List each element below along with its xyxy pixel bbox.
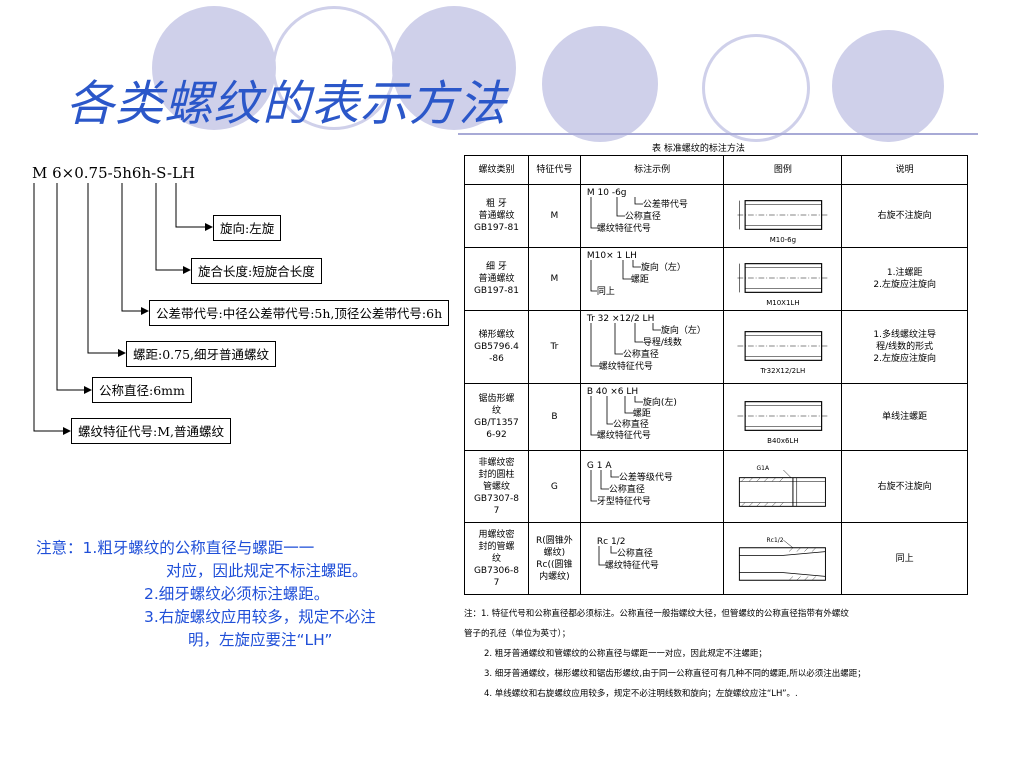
footnote-2: 2. 粗牙普通螺纹和管螺纹的公称直径与螺距一一对应，因此规定不注螺距； [484, 649, 767, 659]
cell-figure: Rc1/2 [723, 522, 843, 595]
table-row: 非螺纹密 封的圆柱 管螺纹 GB7307-8 7 G G 1 A 公差等级代号 … [464, 450, 968, 523]
decor-circle-3 [542, 26, 658, 142]
note-line-1: 注意：1.粗牙螺纹的公称直径与螺距一一 [36, 539, 315, 557]
cell-figure: G1A [723, 450, 843, 523]
cell-example: B 40 ×6 LH 旋向(左) 螺距 公称直径 螺纹特征代号 [579, 383, 725, 451]
label-engagement-length: 旋合长度:短旋合长度 [191, 258, 322, 284]
table-row: 锯齿形螺 纹 GB/T1357 6-92 B B 40 ×6 LH 旋向(左) … [464, 383, 968, 451]
footnote-3: 3. 细牙普通螺纹，梯形螺纹和锯齿形螺纹,由于同一公称直径可有几种不同的螺距,所… [484, 669, 866, 679]
header-code: 特征代号 [527, 155, 581, 185]
leader-lines [33, 183, 213, 435]
cell-description: 右旋不注旋向 [841, 184, 968, 248]
table-caption: 表 标准螺纹的标注方法 [652, 144, 745, 154]
footnote-1: 注：1. 特征代号和公称直径都必须标注。公称直径一般指螺纹大径，但管螺纹的公称直… [464, 609, 849, 619]
cell-figure: M10X1LH [723, 247, 843, 311]
label-tolerance: 公差带代号:中径公差带代号:5h,顶径公差带代号:6h [149, 300, 450, 326]
label-pitch: 螺距:0.75,细牙普通螺纹 [126, 341, 277, 367]
figure-label: M10X1LH [766, 299, 800, 307]
note-line-4: 3.右旋螺纹应用较多，规定不必注 [144, 608, 376, 626]
decor-circle-4 [832, 30, 944, 142]
cell-code: M [527, 247, 581, 311]
decor-circle-2 [392, 6, 516, 130]
annotation-brackets [590, 260, 641, 292]
cell-code: B [527, 383, 581, 451]
table-row: 用螺纹密 封的管螺 纹 GB7306-8 7 R(圆锥外 螺纹) Rc((圆锥 … [464, 522, 968, 595]
cell-type: 非螺纹密 封的圆柱 管螺纹 GB7307-8 7 [464, 450, 529, 523]
label-feature-code: 螺纹特征代号:M,普通螺纹 [71, 418, 231, 444]
figure-label: G1A [756, 464, 770, 472]
cell-example: Rc 1/2 公称直径 螺纹特征代号 [579, 522, 725, 595]
cell-type: 梯形螺纹 GB5796.4 -86 [464, 310, 529, 384]
title-underline [458, 133, 978, 135]
cell-figure: B40x6LH [723, 383, 843, 451]
cell-example: M10× 1 LH 旋向（左） 螺距 同上 [579, 247, 725, 311]
footnote-4: 4. 单线螺纹和右旋螺纹应用较多，规定不必注明线数和旋向；左旋螺纹应注“LH”。… [484, 689, 798, 699]
cell-description: 1.多线螺纹注导 程/线数的形式 2.左旋应注旋向 [841, 310, 968, 384]
cell-type: 锯齿形螺 纹 GB/T1357 6-92 [464, 383, 529, 451]
figure-label: M10-6g [769, 236, 797, 244]
cell-code: Tr [527, 310, 581, 384]
figure-label: Tr32X12/2LH [760, 367, 806, 375]
table-row: 梯形螺纹 GB5796.4 -86 Tr Tr 32 ×12/2 LH 旋向（左… [464, 310, 968, 384]
note-line-5: 明，左旋应要注“LH” [188, 631, 333, 649]
annotation-brackets [590, 396, 643, 436]
annotation-brackets [590, 323, 661, 367]
note-line-3: 2.细牙螺纹必须标注螺距。 [144, 585, 330, 603]
cell-figure: Tr32X12/2LH [723, 310, 843, 384]
page-title: 各类螺纹的表示方法 [66, 76, 508, 132]
cell-example: M 10 -6g 公差带代号 公称直径 螺纹特征代号 [579, 184, 725, 248]
cell-figure: M10-6g [723, 184, 843, 248]
decor-circle-1 [152, 6, 276, 130]
header-type: 螺纹类别 [464, 155, 529, 185]
figure-label: Rc1/2 [766, 536, 784, 544]
table-footnotes: 注：1. 特征代号和公称直径都必须标注。公称直径一般指螺纹大径，但管螺纹的公称直… [464, 604, 1004, 704]
thread-formula: M 6×0.75-5h6h-S-LH [32, 164, 196, 182]
thread-standard-table: 螺纹类别 特征代号 标注示例 图例 说明 粗 牙 普通螺纹 GB197-81 M… [464, 155, 968, 595]
table-header-row: 螺纹类别 特征代号 标注示例 图例 说明 [464, 155, 968, 185]
cell-description: 右旋不注旋向 [841, 450, 968, 523]
header-example: 标注示例 [579, 155, 725, 185]
cell-description: 同上 [841, 522, 968, 595]
cell-code: G [527, 450, 581, 523]
cell-type: 细 牙 普通螺纹 GB197-81 [464, 247, 529, 311]
cell-code: M [527, 184, 581, 248]
table-row: 细 牙 普通螺纹 GB197-81 M M10× 1 LH 旋向（左） 螺距 同… [464, 247, 968, 311]
figure-label: B40x6LH [767, 437, 799, 445]
cell-example: Tr 32 ×12/2 LH 旋向（左） 导程/线数 公称直径 螺纹特征代号 [579, 310, 725, 384]
cell-example: G 1 A 公差等级代号 公称直径 牙型特征代号 [579, 450, 725, 523]
cell-description: 单线注螺距 [841, 383, 968, 451]
note-line-2: 对应，因此规定不标注螺距。 [166, 562, 368, 580]
cell-code: R(圆锥外 螺纹) Rc((圆锥 内螺纹) [527, 522, 581, 595]
annotation-brackets [598, 545, 617, 565]
header-description: 说明 [841, 155, 968, 185]
cell-type: 粗 牙 普通螺纹 GB197-81 [464, 184, 529, 248]
label-direction: 旋向:左旋 [213, 215, 282, 241]
footnote-1-cont: 管子的孔径（单位为英寸）； [464, 629, 571, 639]
decor-ring-2 [702, 34, 810, 142]
label-diameter: 公称直径:6mm [92, 377, 192, 403]
annotation-brackets [590, 469, 619, 501]
annotation-brackets [590, 197, 643, 229]
cell-description: 1.注螺距 2.左旋应注旋向 [841, 247, 968, 311]
header-figure: 图例 [723, 155, 843, 185]
cell-type: 用螺纹密 封的管螺 纹 GB7306-8 7 [464, 522, 529, 595]
table-row: 粗 牙 普通螺纹 GB197-81 M M 10 -6g 公差带代号 公称直径 … [464, 184, 968, 248]
